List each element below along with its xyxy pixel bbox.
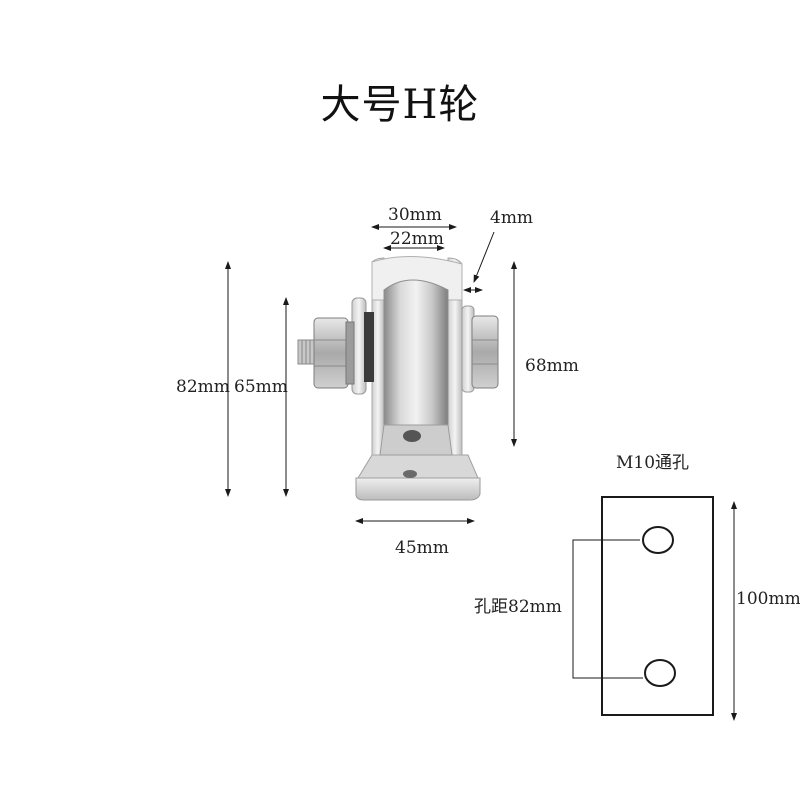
label-wheel-diameter: 68mm xyxy=(525,356,579,376)
label-total-height: 82mm xyxy=(176,377,230,397)
label-plate-length: 100mm xyxy=(736,589,800,609)
mounting-hole-top xyxy=(642,526,674,554)
mounting-hole-bottom xyxy=(644,659,676,687)
label-base-width: 45mm xyxy=(395,538,449,558)
wheel-product-image xyxy=(297,256,499,501)
label-hole-spacing: 孔距82mm xyxy=(474,597,562,617)
dim-line-hole-spacing xyxy=(572,539,643,679)
label-flange-thickness: 4mm xyxy=(490,208,534,228)
dim-line-flange-pointer xyxy=(473,231,495,283)
label-outer-width: 30mm xyxy=(388,205,442,225)
label-axle-height: 65mm xyxy=(234,377,288,397)
base-plate-drawing xyxy=(572,496,737,721)
label-hole-type: M10通孔 xyxy=(616,453,690,473)
label-groove-width: 22mm xyxy=(390,229,444,249)
page-title: 大号H轮 xyxy=(320,82,480,128)
